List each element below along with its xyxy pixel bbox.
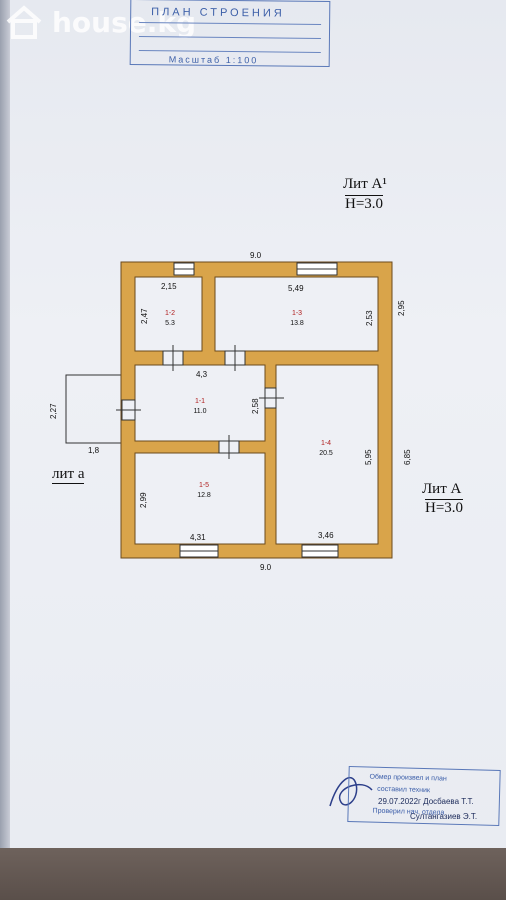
door xyxy=(218,435,240,459)
watermark-text: house.kg xyxy=(52,5,197,39)
dim-room5-width: 4,31 xyxy=(190,533,206,542)
porch-outline xyxy=(65,374,122,444)
window xyxy=(301,544,339,558)
room-1-2-floor xyxy=(134,276,203,352)
door xyxy=(259,387,284,409)
dim-right-upper: 2,95 xyxy=(397,300,406,316)
dim-bottom-width: 9.0 xyxy=(260,563,272,572)
dim-top-width: 9.0 xyxy=(250,251,262,260)
room-1-5-id: 1-5 xyxy=(199,482,209,489)
room-1-1-id: 1-1 xyxy=(195,398,205,405)
lit-a-name: Лит А xyxy=(422,481,462,497)
window xyxy=(173,262,195,276)
room-1-3-floor xyxy=(214,276,379,352)
dim-porch-height: 2,27 xyxy=(49,403,58,419)
dim-room1-width: 4,3 xyxy=(196,370,208,379)
signature-second-name: Султангазиев Э.Т. xyxy=(410,812,478,821)
dim-room1-height: 2,58 xyxy=(251,398,260,414)
dim-room2-height: 2,47 xyxy=(140,308,149,324)
room-1-2-id: 1-2 xyxy=(165,310,175,317)
dim-room5-height: 2,99 xyxy=(139,492,148,508)
signature-mark xyxy=(329,777,373,807)
room-1-5-floor xyxy=(134,452,266,545)
window xyxy=(296,262,338,276)
room-1-1-area: 11.0 xyxy=(193,408,206,415)
signature-date-name: 29.07.2022г Досбаева Т.Т. xyxy=(378,797,474,806)
page-binding xyxy=(0,0,10,848)
room-1-4-area: 20.5 xyxy=(319,450,333,457)
dim-right-lower: 6,85 xyxy=(403,449,412,465)
room-1-4-floor xyxy=(275,364,379,545)
room-1-3-area: 13.8 xyxy=(290,320,304,327)
room-1-1-floor xyxy=(134,364,266,442)
dim-room3-height: 2,53 xyxy=(365,310,374,326)
stamp-line-2: составил техник xyxy=(377,785,431,795)
stamp-line-1: Обмер произвел и план xyxy=(369,773,447,783)
dim-room3-width: 5,49 xyxy=(288,284,304,293)
door xyxy=(224,345,246,371)
room-1-3-id: 1-3 xyxy=(292,310,302,317)
lit-a1-height: H=3.0 xyxy=(345,195,384,212)
dim-room4-height: 5,95 xyxy=(364,449,373,465)
watermark-logo: house.kg xyxy=(4,4,196,40)
dim-room2-width: 2,15 xyxy=(161,282,177,291)
room-1-5-area: 12.8 xyxy=(197,492,211,499)
table-surface xyxy=(0,848,506,900)
lit-a1-name: Лит А¹ xyxy=(343,176,387,192)
window xyxy=(179,544,219,558)
room-1-2-area: 5.3 xyxy=(165,320,175,327)
lit-small-label: лит а xyxy=(52,466,85,484)
dim-room4-width: 3,46 xyxy=(318,531,334,540)
lit-a-height: H=3.0 xyxy=(425,499,464,516)
door xyxy=(116,399,141,421)
door xyxy=(162,345,184,371)
dim-porch-width: 1,8 xyxy=(88,446,100,455)
house-icon xyxy=(6,5,42,39)
room-1-4-id: 1-4 xyxy=(321,440,331,447)
